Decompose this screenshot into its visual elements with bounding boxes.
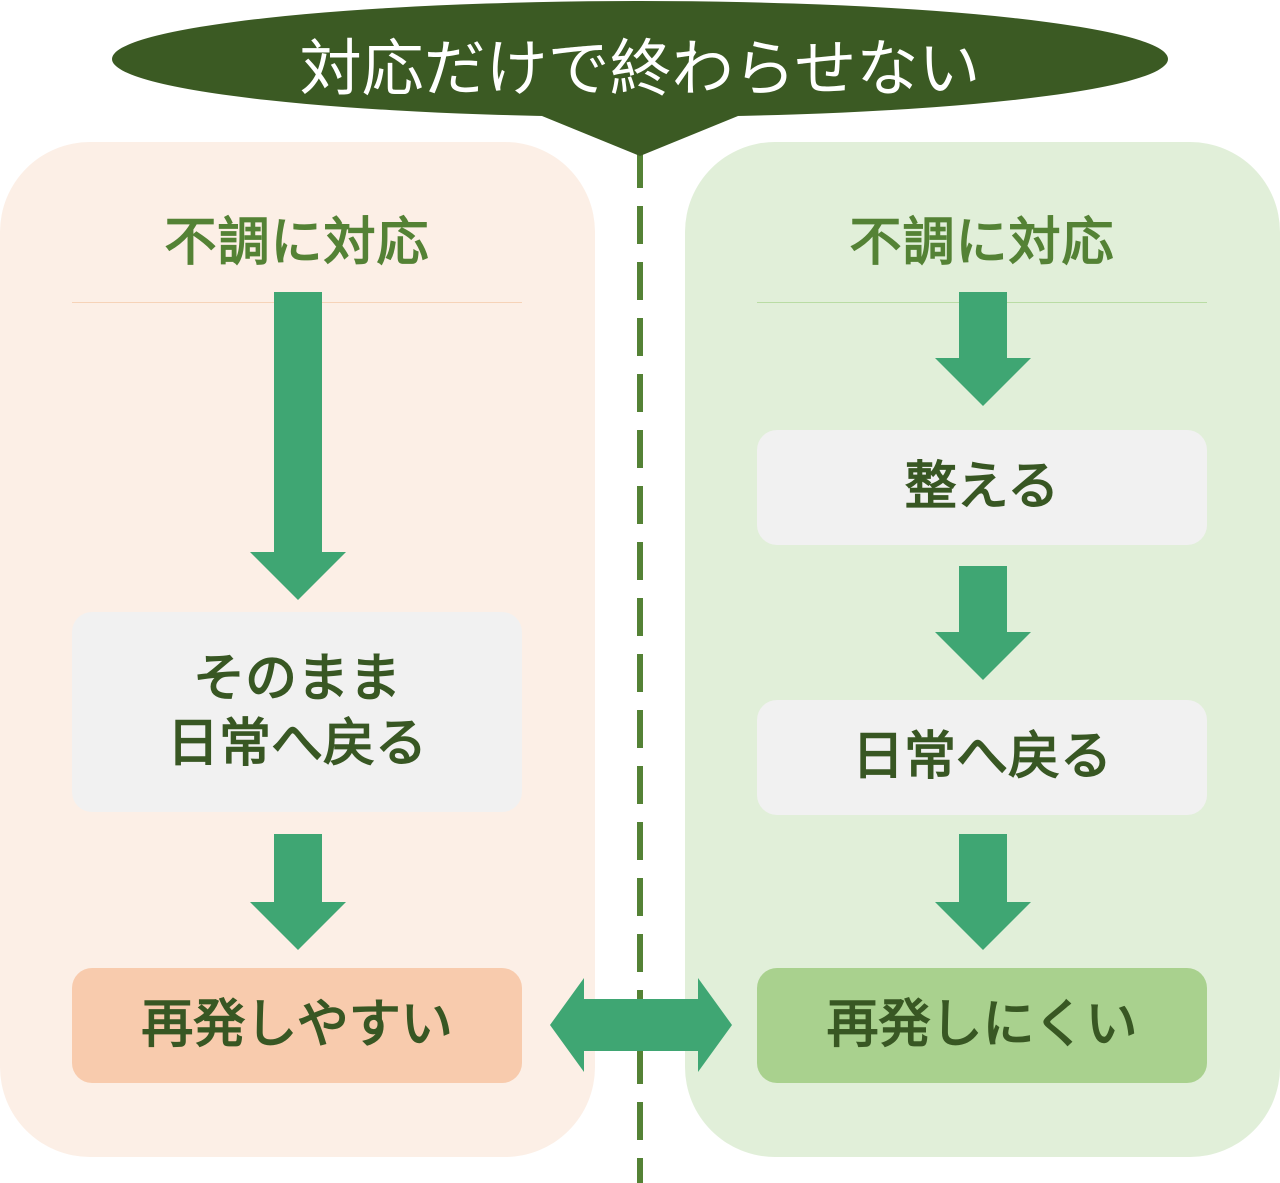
arrow-down-icon bbox=[250, 834, 346, 950]
title-bubble-shape bbox=[112, 1, 1168, 156]
right-heading: 不調に対応 bbox=[849, 213, 1115, 273]
right-result-box: 再発しにくい bbox=[757, 968, 1207, 1083]
left-step-line-2: 日常へ戻る bbox=[166, 714, 427, 774]
double-arrow-icon bbox=[550, 978, 732, 1072]
left-result-box: 再発しやすい bbox=[72, 968, 522, 1083]
right-step1-box: 整える bbox=[757, 430, 1207, 545]
arrow-down-icon bbox=[935, 292, 1031, 406]
arrow-down-icon bbox=[935, 834, 1031, 950]
arrow-down-icon bbox=[250, 292, 346, 600]
title-bubble-text: 対応だけで終わらせない bbox=[299, 32, 981, 105]
left-step-line-1: そのまま bbox=[192, 649, 401, 709]
right-result-text: 再発しにくい bbox=[826, 995, 1138, 1055]
left-step-box: そのまま 日常へ戻る bbox=[72, 612, 522, 812]
right-step2-box: 日常へ戻る bbox=[757, 700, 1207, 815]
right-step1-text: 整える bbox=[904, 457, 1060, 517]
left-heading: 不調に対応 bbox=[164, 213, 430, 273]
right-step2-text: 日常へ戻る bbox=[851, 727, 1112, 787]
left-result-text: 再発しやすい bbox=[141, 995, 453, 1055]
arrow-down-icon bbox=[935, 566, 1031, 680]
